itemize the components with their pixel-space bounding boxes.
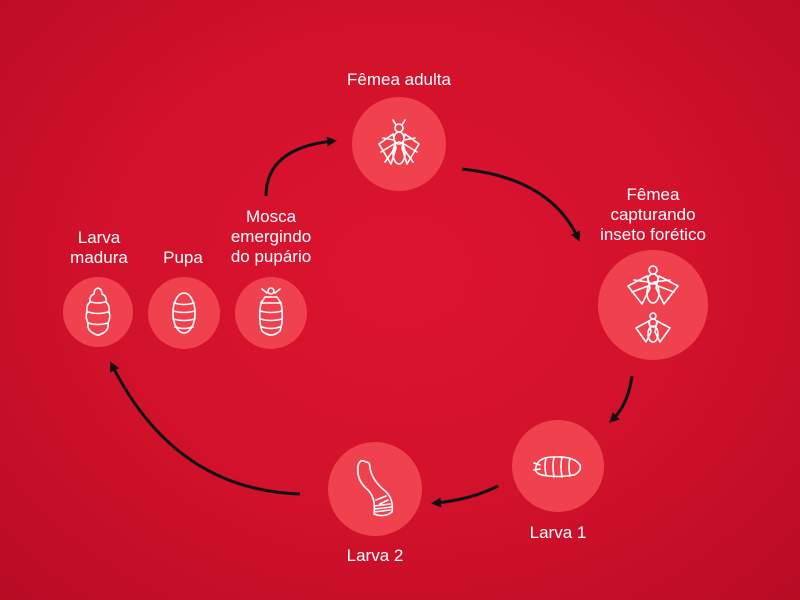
stage-label: Mosca emergindo do pupário: [230, 207, 312, 266]
stage-label: Larva 2: [346, 546, 404, 565]
arrow-adult-to-capturing: [461, 167, 580, 242]
stage-label: Fêmea adulta: [347, 70, 451, 89]
fly-icon: [352, 97, 446, 191]
larva-1-icon: [512, 420, 604, 512]
stage-label: Fêmea capturando inseto forético: [600, 185, 706, 244]
arrow-larva1-to-larva2: [431, 484, 499, 508]
arrow-larva2-to-mature-larva: [110, 361, 301, 496]
arrow-capturing-to-larva1: [609, 375, 634, 423]
larva-2-icon: [328, 442, 422, 536]
arrow-emerging-to-adult: [264, 136, 337, 197]
fly-with-phoretic-insect-icon: [598, 250, 708, 360]
mature-larva-icon: [63, 277, 133, 347]
stage-label: Larva madura: [70, 228, 128, 267]
stage-label: Larva 1: [529, 523, 587, 542]
stage-label: Pupa: [163, 248, 203, 267]
pupa-icon: [148, 277, 220, 349]
puparium-icon: [235, 277, 307, 349]
